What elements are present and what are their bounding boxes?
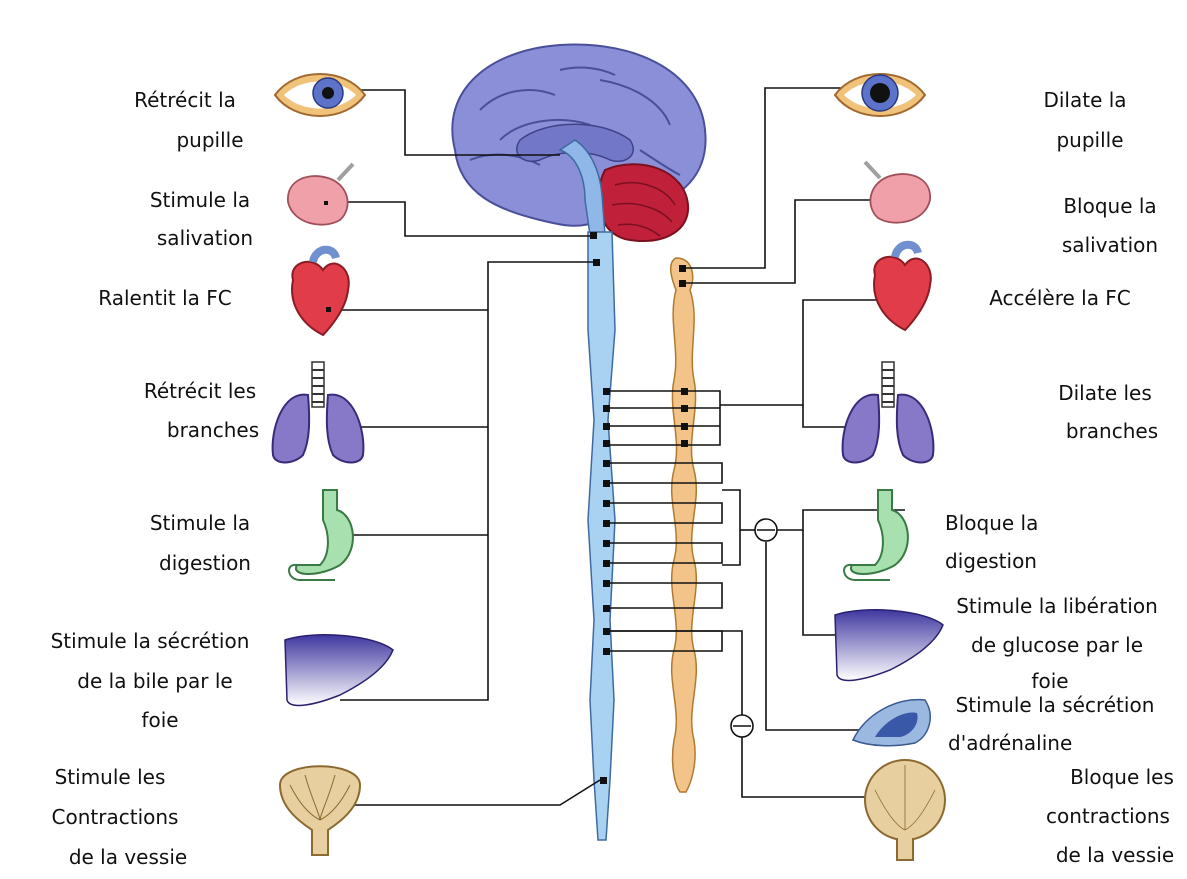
svg-text:Dilate la: Dilate la xyxy=(1043,88,1126,112)
svg-text:Ralentit la FC: Ralentit la FC xyxy=(98,286,232,310)
svg-text:Stimule la libération: Stimule la libération xyxy=(956,594,1158,618)
salivary-gland-icon xyxy=(288,164,353,225)
svg-text:salivation: salivation xyxy=(1062,233,1158,257)
label-right-lungs: Dilate les branches xyxy=(1058,381,1158,443)
svg-text:foie: foie xyxy=(141,708,178,732)
svg-text:salivation: salivation xyxy=(157,226,253,250)
label-right-heart: Accélère la FC xyxy=(989,286,1131,310)
stomach-icon xyxy=(289,490,353,580)
svg-text:Bloque les: Bloque les xyxy=(1070,765,1174,789)
label-right-bladder: Bloque les contractions de la vessie xyxy=(1046,765,1174,867)
liver-icon xyxy=(835,610,943,681)
svg-text:contractions: contractions xyxy=(1046,804,1170,828)
heart-icon xyxy=(292,250,349,335)
ganglion-icon xyxy=(731,715,753,737)
label-right-pupil: Dilate la pupille xyxy=(1043,88,1126,152)
bladder-icon xyxy=(280,766,360,855)
lungs-icon xyxy=(843,362,934,463)
spinal-cord xyxy=(588,232,615,840)
svg-text:de la bile par le: de la bile par le xyxy=(77,669,232,693)
label-right-glucose: Stimule la libération de glucose par le … xyxy=(956,594,1158,693)
salivary-gland-icon xyxy=(865,162,930,223)
label-left-digest: Stimule la digestion xyxy=(150,511,251,575)
svg-text:Rétrécit la: Rétrécit la xyxy=(134,88,236,112)
svg-text:d'adrénaline: d'adrénaline xyxy=(948,731,1072,755)
svg-text:branches: branches xyxy=(1066,419,1158,443)
bladder-icon xyxy=(865,760,945,860)
svg-text:Contractions: Contractions xyxy=(52,805,179,829)
label-left-heart: Ralentit la FC xyxy=(98,286,232,310)
label-right-adrenaline: Stimule la sécrétion d'adrénaline xyxy=(948,693,1154,755)
svg-text:Accélère la FC: Accélère la FC xyxy=(989,286,1131,310)
eye-icon xyxy=(835,74,925,116)
svg-text:de glucose par le: de glucose par le xyxy=(971,633,1143,657)
stomach-icon xyxy=(844,490,908,580)
adrenal-gland-icon xyxy=(853,700,930,746)
label-left-bladder: Stimule les Contractions de la vessie xyxy=(52,765,188,869)
svg-text:Dilate les: Dilate les xyxy=(1058,381,1152,405)
ganglion-icon xyxy=(755,519,777,541)
liver-icon xyxy=(285,635,393,706)
svg-text:Rétrécit les: Rétrécit les xyxy=(144,379,256,403)
svg-text:pupille: pupille xyxy=(1056,128,1123,152)
heart-icon xyxy=(874,245,931,330)
svg-text:de la vessie: de la vessie xyxy=(1056,843,1174,867)
svg-text:Stimule la: Stimule la xyxy=(150,511,250,535)
svg-text:Stimule la sécrétion: Stimule la sécrétion xyxy=(956,693,1155,717)
label-left-saliva: Stimule la salivation xyxy=(150,188,253,250)
svg-text:Stimule les: Stimule les xyxy=(55,765,166,789)
lungs-icon xyxy=(273,362,364,463)
svg-text:de la vessie: de la vessie xyxy=(69,845,187,869)
sympathetic-chain xyxy=(671,258,697,792)
svg-text:digestion: digestion xyxy=(945,549,1037,573)
label-right-saliva: Bloque la salivation xyxy=(1062,194,1158,257)
svg-text:Bloque la: Bloque la xyxy=(945,511,1038,535)
eye-icon xyxy=(275,74,365,116)
svg-text:Stimule la: Stimule la xyxy=(150,188,250,212)
label-left-pupil: Rétrécit la pupille xyxy=(134,88,243,152)
svg-text:digestion: digestion xyxy=(159,551,251,575)
svg-text:foie: foie xyxy=(1031,669,1068,693)
svg-text:Stimule la sécrétion: Stimule la sécrétion xyxy=(51,629,250,653)
svg-text:pupille: pupille xyxy=(176,128,243,152)
svg-text:branches: branches xyxy=(167,418,259,442)
label-left-bile: Stimule la sécrétion de la bile par le f… xyxy=(51,629,250,732)
svg-text:Bloque la: Bloque la xyxy=(1063,194,1156,218)
label-left-lungs: Rétrécit les branches xyxy=(144,379,259,442)
label-right-digest: Bloque la digestion xyxy=(945,511,1038,573)
